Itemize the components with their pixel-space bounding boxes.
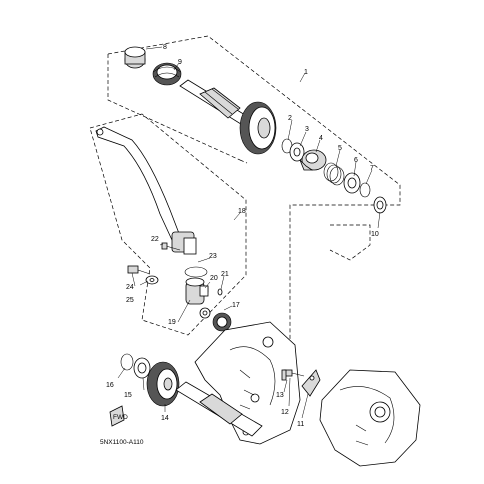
kick-crank-lever (95, 126, 197, 255)
callout-24: 24 (126, 284, 134, 291)
idle-gear-shaft (175, 381, 263, 437)
callout-14: 14 (161, 415, 169, 422)
callout-12: 12 (281, 409, 289, 416)
callout-2: 2 (288, 115, 292, 122)
part-25-washer (145, 275, 159, 285)
crankcase-outline-dashed (329, 224, 371, 261)
callout-3: 3 (305, 126, 309, 133)
part-19-washer (199, 307, 211, 319)
callout-20: 20 (210, 275, 218, 282)
part-5-spring (323, 162, 345, 186)
callout-18: 18 (238, 208, 246, 215)
part-3-washer (289, 142, 305, 162)
callout-23: 23 (209, 253, 217, 260)
callout-7: 7 (370, 165, 374, 172)
part-4-ratchet (299, 149, 327, 171)
callout-8: 8 (163, 44, 167, 51)
part-8-cap (124, 46, 146, 69)
callout-labels: 8 9 1 2 3 4 5 6 7 10 18 22 23 21 20 24 2… (106, 44, 379, 428)
diagram-code: 5NX1100-A110 (100, 439, 144, 446)
kick-shaft-assembly-boundary (107, 35, 401, 402)
callout-17: 17 (232, 302, 240, 309)
part-24-bolt (127, 265, 151, 275)
crankcase-cover (194, 321, 301, 445)
callout-6: 6 (354, 157, 358, 164)
callout-19: 19 (168, 319, 176, 326)
part-17-oil-seal (212, 312, 232, 332)
crankcase-lower-right (319, 369, 421, 467)
callout-9: 9 (178, 59, 182, 66)
callout-22: 22 (151, 236, 159, 243)
part-13-screw (281, 369, 287, 381)
part-19-boss (185, 277, 209, 305)
leader-lines (117, 46, 381, 419)
part-15-washer (133, 357, 151, 379)
part-10-washer (373, 196, 387, 214)
part-14-idle-gear (146, 361, 180, 407)
callout-21: 21 (221, 271, 229, 278)
part-22-bolt (161, 242, 181, 251)
part-9-kick-spring (152, 62, 182, 86)
callout-1: 1 (304, 69, 308, 76)
part-23-o-ring (184, 266, 208, 278)
kick-shaft (179, 79, 251, 127)
kick-crank-assembly-boundary (89, 113, 247, 336)
callout-11: 11 (297, 421, 304, 428)
front-tag-text: FWD (113, 414, 128, 421)
part-7-circlip (359, 182, 371, 198)
callout-25: 25 (126, 297, 134, 304)
front-direction-tag: FWD (109, 405, 128, 427)
kick-gear (239, 101, 277, 155)
callout-10: 10 (371, 231, 379, 238)
part-11-guide (301, 369, 321, 397)
callout-16: 16 (106, 382, 114, 389)
callout-15: 15 (124, 392, 132, 399)
callout-5: 5 (338, 145, 342, 152)
part-6-washer (343, 172, 361, 194)
part-16-circlip (120, 353, 134, 371)
callout-13: 13 (276, 392, 284, 399)
callout-4: 4 (319, 135, 323, 142)
